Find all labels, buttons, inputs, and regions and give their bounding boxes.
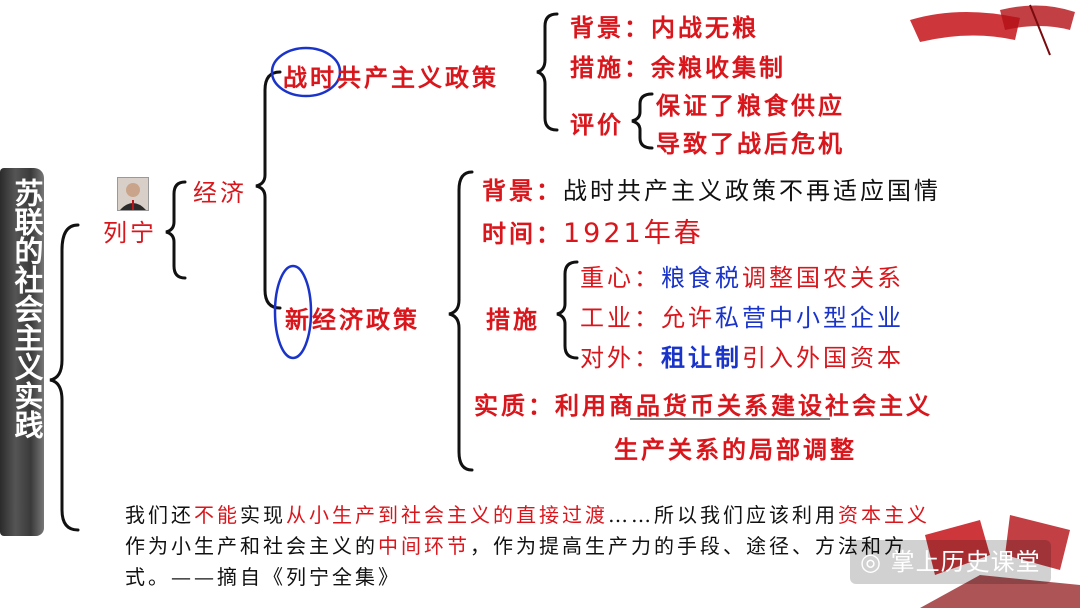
nep-measure-industry-blue: 私营中小型企业 bbox=[715, 304, 904, 332]
nep-measure-focus: 重心：粮食税调整国农关系 bbox=[580, 258, 904, 293]
war-measure-label: 措施： bbox=[570, 53, 651, 82]
nep-time: 时间：1921年春 bbox=[482, 211, 704, 250]
nep-measure-industry: 工业：允许私营中小型企业 bbox=[580, 298, 904, 333]
nep-measure-focus-red: 调整国农关系 bbox=[742, 264, 904, 292]
quote-part-9: ，作为提高生产力的手段、途径、方法和方式。——摘自《列宁全集》 bbox=[125, 534, 907, 589]
war-measure-value: 余粮收集制 bbox=[651, 53, 786, 82]
nep-measure-foreign: 对外：租让制引入外国资本 bbox=[580, 338, 904, 373]
nep-measure-industry-red: 允许 bbox=[661, 304, 715, 332]
quote-part-3: 实现 bbox=[240, 503, 286, 527]
quote-part-7: 作为小生产和社会主义的 bbox=[125, 534, 378, 558]
nep-essence-line2: 生产关系的局部调整 bbox=[614, 435, 857, 464]
nep-background: 背景：战时共产主义政策不再适应国情 bbox=[482, 171, 941, 206]
quote-part-2: 不能 bbox=[194, 503, 240, 527]
nep-measure-foreign-blue: 租让制 bbox=[661, 343, 742, 372]
war-measure: 措施：余粮收集制 bbox=[570, 48, 786, 83]
war-background-label: 背景： bbox=[570, 13, 651, 42]
nep-essence-line1: 利用商品货币关系建设社会主义 bbox=[555, 391, 933, 420]
lenin-quote: 我们还不能实现从小生产到社会主义的直接过渡……所以我们应该利用资本主义作为小生产… bbox=[125, 500, 945, 593]
nep-background-value: 战时共产主义政策不再适应国情 bbox=[563, 177, 941, 205]
nep-measure-foreign-label: 对外： bbox=[580, 344, 661, 372]
decorative-flags-bottom bbox=[920, 515, 1080, 608]
war-evaluation-label: 评价 bbox=[570, 110, 624, 139]
nep-time-value: 1921年春 bbox=[563, 218, 704, 249]
lenin-label: 列宁 bbox=[103, 219, 157, 247]
war-communism-title: 战时共产主义政策 bbox=[283, 58, 499, 93]
nep-rest: 经济政策 bbox=[312, 305, 420, 334]
war-communism-rest: 共产主义政策 bbox=[337, 63, 499, 92]
nep-prefix: 新 bbox=[285, 305, 312, 334]
lenin-portrait bbox=[117, 177, 149, 211]
vertical-title: 苏联的社会主义实践 bbox=[10, 178, 44, 439]
nep-measures-label: 措施 bbox=[486, 305, 540, 334]
watermark-text: 掌上历史课堂 bbox=[890, 548, 1041, 576]
quote-part-5: ……所以我们应该利用 bbox=[608, 503, 838, 527]
person-icon bbox=[120, 183, 146, 210]
nep-time-label: 时间： bbox=[482, 219, 563, 248]
wechat-icon: ◎ bbox=[860, 548, 891, 576]
quote-part-4: 从小生产到社会主义的直接过渡 bbox=[286, 503, 608, 527]
nep-title: 新经济政策 bbox=[285, 300, 420, 335]
nep-measure-industry-label: 工业： bbox=[580, 304, 661, 332]
nep-background-label: 背景： bbox=[482, 176, 563, 205]
nep-essence: 实质：利用商品货币关系建设社会主义 bbox=[474, 386, 933, 421]
quote-part-1: 我们还 bbox=[125, 503, 194, 527]
quote-part-6: 资本主义 bbox=[838, 503, 930, 527]
war-background: 背景：内战无粮 bbox=[570, 8, 759, 43]
nep-measure-focus-blue: 粮食税 bbox=[661, 264, 742, 292]
economy-label: 经济 bbox=[193, 179, 247, 207]
nep-measure-foreign-red: 引入外国资本 bbox=[742, 344, 904, 372]
war-evaluation-item-2: 导致了战后危机 bbox=[656, 129, 845, 158]
nep-essence-label: 实质： bbox=[474, 391, 555, 420]
vertical-title-banner: 苏联的社会主义实践 bbox=[0, 168, 44, 536]
war-background-value: 内战无粮 bbox=[651, 13, 759, 42]
war-evaluation-item-1: 保证了粮食供应 bbox=[656, 91, 845, 120]
decorative-flags-top bbox=[910, 4, 1075, 56]
quote-part-8: 中间环节 bbox=[378, 534, 470, 558]
nep-measure-focus-label: 重心： bbox=[580, 264, 661, 292]
watermark: ◎ 掌上历史课堂 bbox=[850, 540, 1051, 584]
war-communism-prefix: 战时 bbox=[283, 63, 337, 92]
